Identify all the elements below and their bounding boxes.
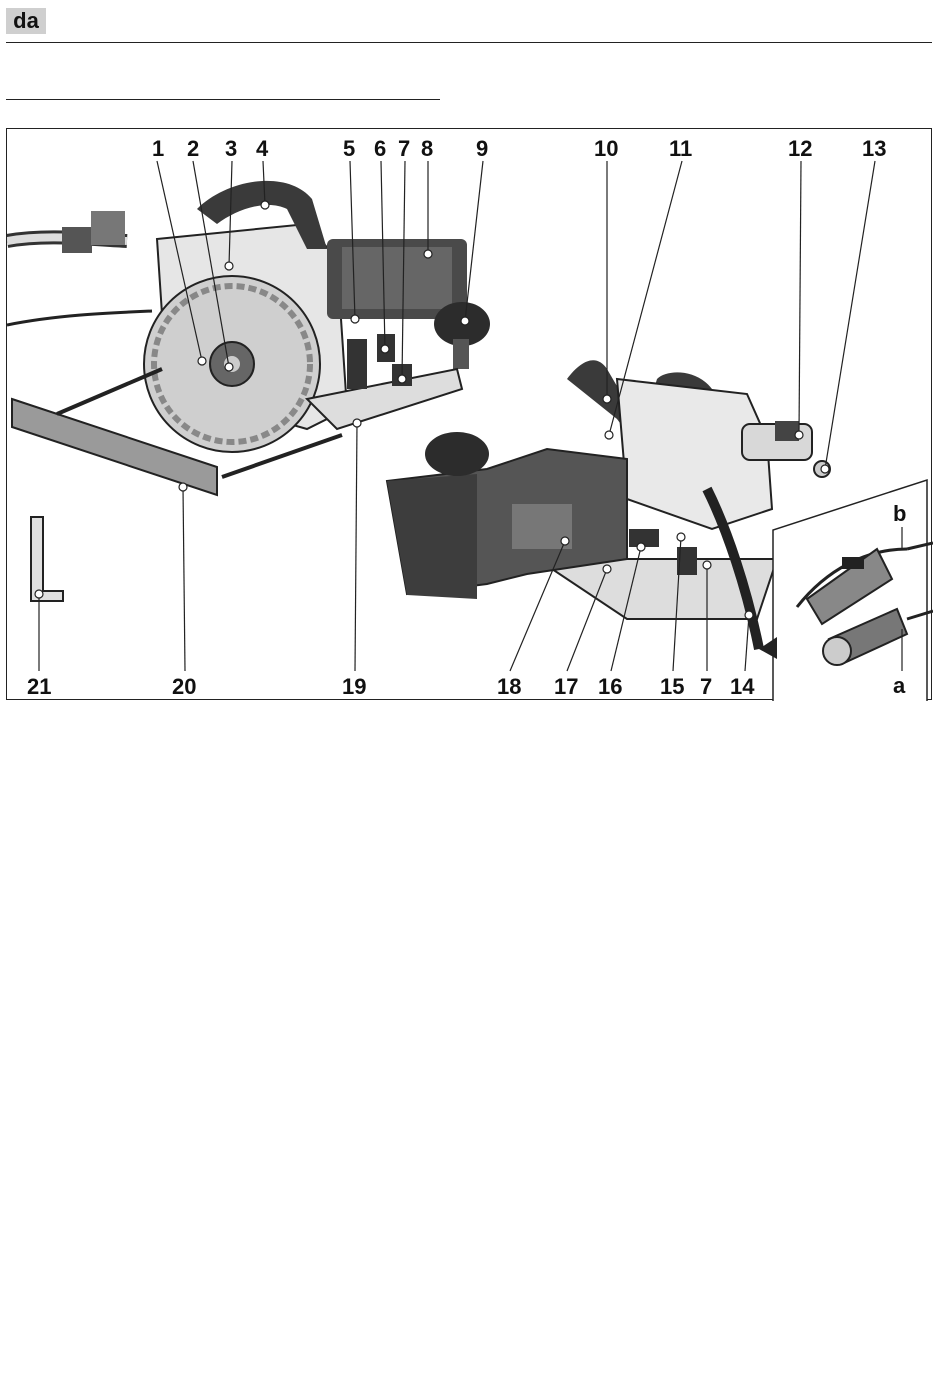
section-underline — [6, 99, 440, 100]
callout-4: 4 — [256, 136, 269, 161]
callout-1: 1 — [152, 136, 164, 161]
callout-8: 8 — [421, 136, 433, 161]
callout-13: 13 — [862, 136, 886, 161]
hex-key — [31, 517, 63, 601]
callout-6: 6 — [374, 136, 386, 161]
callout-3: 3 — [225, 136, 237, 161]
callout-17: 17 — [554, 674, 578, 699]
callout-20: 20 — [172, 674, 196, 699]
callout-18: 18 — [497, 674, 521, 699]
callout-9: 9 — [476, 136, 488, 161]
callout-15: 15 — [660, 674, 684, 699]
callout-7-bottom: 7 — [700, 674, 712, 699]
callout-14: 14 — [730, 674, 755, 699]
illustration-drawing: 1 2 3 4 5 6 7 8 9 10 11 12 13 21 20 19 1… — [7, 129, 933, 701]
hose-connector-right — [775, 421, 799, 441]
callout-16: 16 — [598, 674, 622, 699]
power-cord-left — [7, 311, 152, 325]
language-badge: da — [6, 8, 46, 34]
callout-5: 5 — [343, 136, 355, 161]
callout-10: 10 — [594, 136, 618, 161]
callout-19: 19 — [342, 674, 366, 699]
callout-21: 21 — [27, 674, 51, 699]
callout-a: a — [893, 673, 906, 698]
callout-b: b — [893, 501, 906, 526]
callout-11: 11 — [669, 136, 692, 161]
header-divider — [6, 42, 932, 43]
auxiliary-knob-right — [425, 432, 489, 476]
callout-7: 7 — [398, 136, 410, 161]
tool-illustration: 1 2 3 4 5 6 7 8 9 10 11 12 13 21 20 19 1… — [6, 128, 932, 700]
callout-12: 12 — [788, 136, 812, 161]
hose-coupling — [62, 227, 92, 253]
callout-2: 2 — [187, 136, 199, 161]
